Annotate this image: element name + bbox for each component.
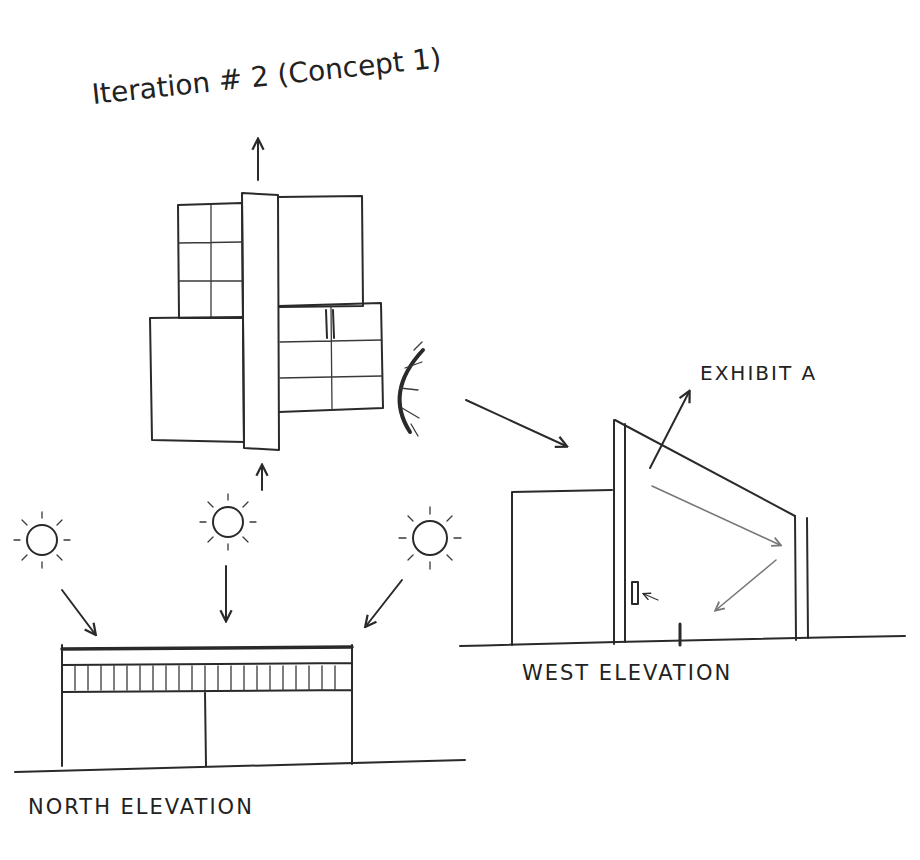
sloped-roof: [615, 420, 795, 516]
plan-block: [278, 196, 363, 307]
sun-rays: [400, 342, 422, 436]
plan-block: [150, 317, 244, 442]
sun-symbol: [413, 521, 447, 555]
light-arrow: [652, 486, 780, 545]
louver-hatching: [75, 666, 335, 690]
roof-line: [62, 647, 352, 649]
sun-rays: [200, 494, 256, 550]
west-elevation-drawing: [460, 392, 905, 646]
north-elevation-drawing: [15, 645, 465, 772]
elevation-label: WEST ELEVATION: [522, 662, 732, 685]
sun-arrow: [62, 590, 95, 634]
sun-symbol: [27, 525, 57, 555]
tall-wall: [614, 420, 625, 644]
light-arrow: [716, 560, 776, 610]
small-arrow: [644, 594, 658, 600]
sun-arrow: [225, 566, 227, 620]
sun-arrow: [366, 580, 402, 626]
grid-lines: [280, 306, 382, 410]
sun-symbols: [14, 494, 461, 634]
ground-line: [15, 760, 465, 772]
ground-line: [460, 636, 905, 646]
grid-lines: [179, 205, 242, 318]
leader-arrow: [650, 392, 689, 468]
plan-drawing: [150, 140, 566, 490]
opening-mark: [632, 582, 638, 604]
sun-rays: [399, 507, 461, 569]
elevation-label: NORTH ELEVATION: [28, 796, 254, 819]
sun-symbol: [213, 507, 243, 537]
callout-label: EXHIBIT A: [700, 362, 817, 384]
entry-arrow: [261, 466, 263, 490]
sun-rays: [14, 512, 70, 568]
sketch-title: Iteration # 2 (Concept 1): [90, 43, 442, 110]
elevation-frame: [62, 645, 352, 766]
view-arrow: [466, 400, 566, 446]
plan-detail: [326, 310, 334, 338]
north-arrow: [257, 140, 259, 180]
end-wall: [795, 516, 808, 640]
figure-mark: [679, 624, 682, 645]
grid-block: [178, 203, 243, 318]
central-bar: [242, 193, 279, 450]
grid-block: [279, 303, 383, 412]
low-volume: [512, 490, 612, 645]
